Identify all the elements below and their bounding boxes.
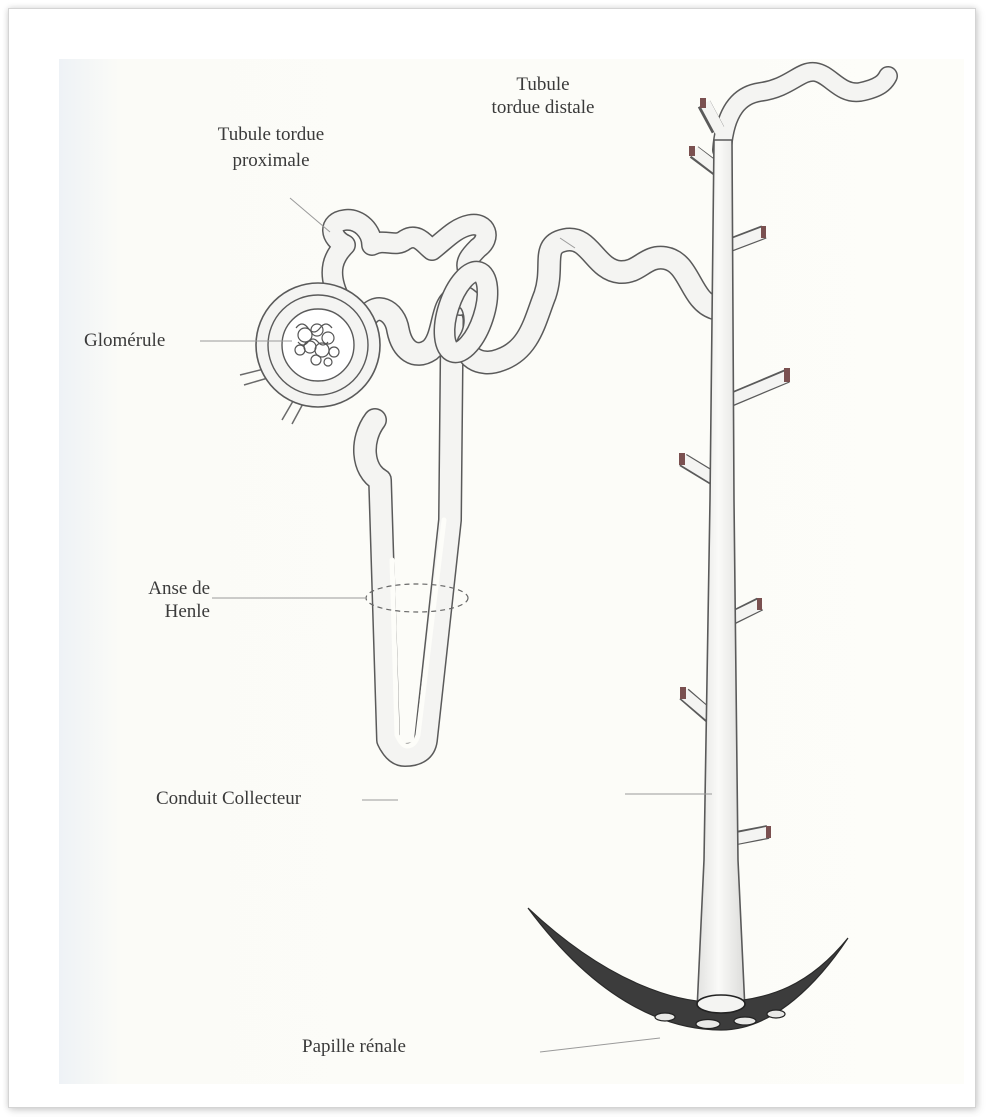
label-tubule-proximale-line2: proximale — [186, 150, 356, 172]
label-tubule-proximale-line1: Tubule tordue — [186, 124, 356, 146]
henle-loop — [365, 320, 452, 755]
label-tubule-distale-line1: Tubule — [488, 74, 598, 96]
label-glomerule: Glomérule — [84, 330, 165, 352]
distal-tubule — [365, 240, 714, 363]
label-papille-renale: Papille rénale — [302, 1036, 406, 1058]
label-tubule-distale-line2: tordue distale — [478, 97, 608, 119]
collecting-duct — [679, 72, 888, 1010]
glomerule-capsule — [240, 283, 380, 424]
label-anse-henle-line2: Henle — [110, 601, 210, 623]
label-conduit-collecteur: Conduit Collecteur — [156, 788, 301, 810]
label-anse-henle-line1: Anse de — [110, 578, 210, 600]
papille-renale — [528, 908, 848, 1030]
